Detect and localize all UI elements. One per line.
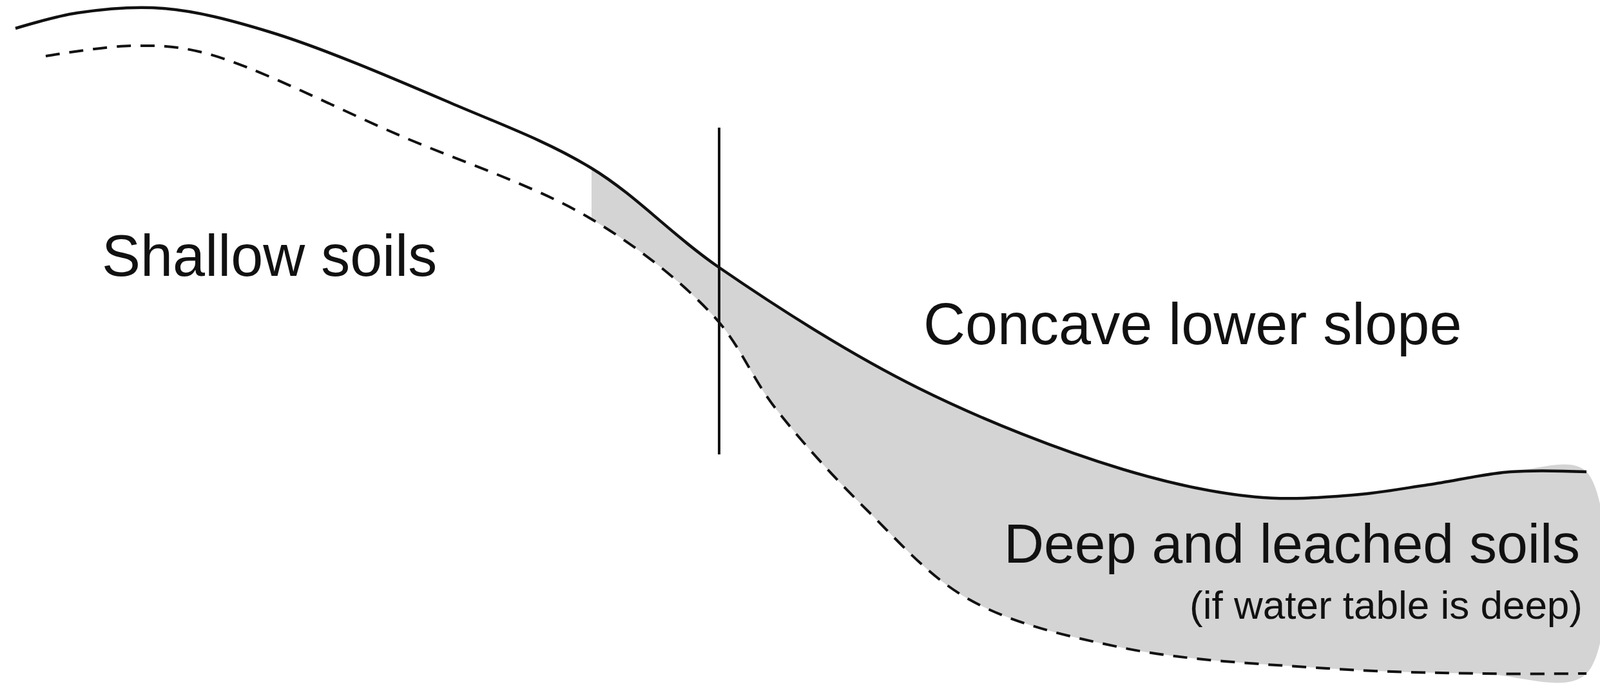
region-label: (if water table is deep) [1189, 585, 1583, 626]
soil-fill [591, 7, 1600, 684]
divider-line [717, 127, 721, 455]
slope-profile [15, 7, 1600, 684]
bedrock-line [45, 45, 1587, 675]
region-label: Concave lower slope [923, 295, 1462, 354]
region-label: Deep and leached soils [1003, 515, 1581, 571]
ground-surface [15, 7, 1587, 499]
region-label: Shallow soils [101, 226, 437, 285]
